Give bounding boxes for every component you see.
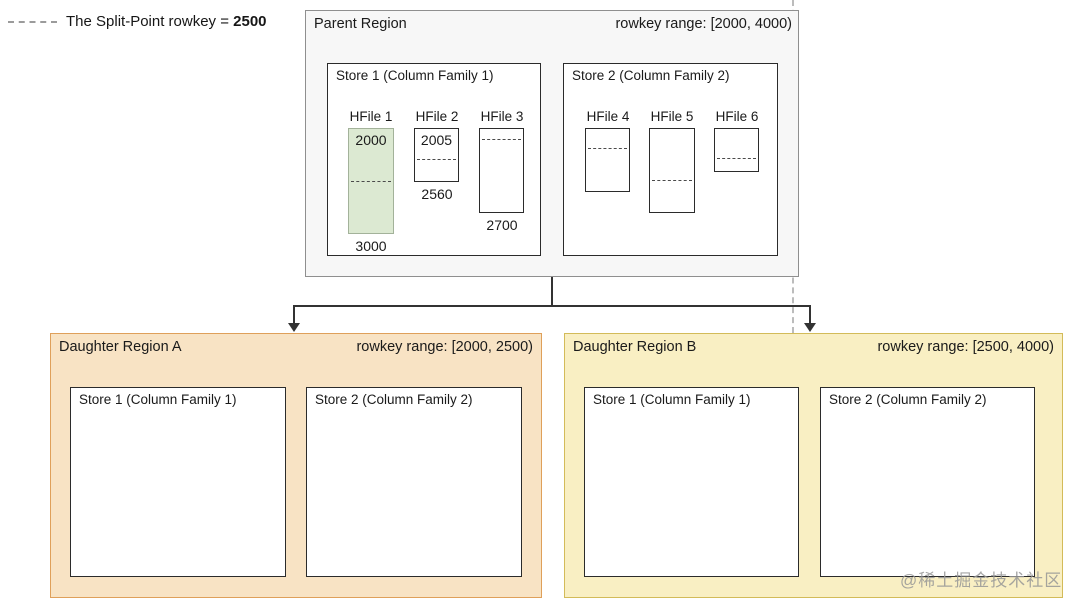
hfile-2-split-dash: [417, 159, 456, 160]
parent-region-rowkey-range: rowkey range: [2000, 4000): [615, 16, 792, 32]
hfile-1-box: 2000: [348, 128, 394, 234]
hfile-4-box: [585, 128, 630, 192]
daughter-b-store-2-label: Store 2 (Column Family 2): [829, 392, 987, 407]
legend-value: 2500: [233, 13, 267, 30]
hfile-2-start-key: 2005: [420, 132, 453, 148]
daughter-a-store-1: Store 1 (Column Family 1): [70, 387, 286, 577]
legend-text: The Split-Point rowkey =: [66, 13, 234, 30]
hfile-1-split-dash: [351, 181, 391, 182]
daughter-region-b-rowkey-range: rowkey range: [2500, 4000): [877, 339, 1054, 355]
hfile-3-label: HFile 3: [480, 109, 524, 124]
daughter-b-store-1-label: Store 1 (Column Family 1): [593, 392, 751, 407]
arrow-down-right-icon: [804, 323, 816, 332]
hfile-3-split-dash: [482, 139, 521, 140]
parent-region: Parent Region rowkey range: [2000, 4000)…: [305, 10, 799, 277]
daughter-region-b: Daughter Region B rowkey range: [2500, 4…: [564, 333, 1063, 598]
hfile-4-split-dash: [588, 148, 627, 149]
parent-region-title: Parent Region: [314, 16, 407, 32]
watermark: @稀土掘金技术社区: [900, 571, 1063, 590]
hfile-3-box: [479, 128, 524, 213]
hfile-2-box: 2005: [414, 128, 459, 182]
connector-stem: [551, 277, 553, 306]
arrow-down-left-icon: [288, 323, 300, 332]
split-point-dash-icon: [8, 21, 57, 23]
daughter-b-store-1: Store 1 (Column Family 1): [584, 387, 799, 577]
parent-store-2-label: Store 2 (Column Family 2): [572, 68, 730, 83]
hfile-4-label: HFile 4: [586, 109, 630, 124]
split-point-legend: The Split-Point rowkey = 2500: [66, 13, 267, 30]
hfile-5-split-dash: [652, 180, 692, 181]
connector-crossbar: [294, 305, 811, 307]
parent-store-1-label: Store 1 (Column Family 1): [336, 68, 494, 83]
hfile-6-split-dash: [717, 158, 756, 159]
hfile-6-box: [714, 128, 759, 172]
connector-left-drop: [293, 305, 295, 324]
parent-store-2: Store 2 (Column Family 2) HFile 4 HFile …: [563, 63, 778, 256]
daughter-a-store-2: Store 2 (Column Family 2): [306, 387, 522, 577]
hfile-5-box: [649, 128, 695, 213]
hfile-2-label: HFile 2: [415, 109, 459, 124]
hfile-5-label: HFile 5: [650, 109, 694, 124]
hfile-2-end-key: 2560: [421, 186, 453, 202]
daughter-a-store-2-label: Store 2 (Column Family 2): [315, 392, 473, 407]
hfile-6-label: HFile 6: [715, 109, 759, 124]
daughter-region-a-rowkey-range: rowkey range: [2000, 2500): [356, 339, 533, 355]
daughter-region-a: Daughter Region A rowkey range: [2000, 2…: [50, 333, 542, 598]
hfile-3-end-key: 2700: [486, 217, 518, 233]
daughter-b-store-2: Store 2 (Column Family 2): [820, 387, 1035, 577]
hfile-1-label: HFile 1: [349, 109, 393, 124]
hfile-1-start-key: 2000: [355, 132, 387, 148]
connector-right-drop: [809, 305, 811, 324]
parent-store-1: Store 1 (Column Family 1) HFile 1 2000 3…: [327, 63, 541, 256]
daughter-a-store-1-label: Store 1 (Column Family 1): [79, 392, 237, 407]
hfile-1-end-key: 3000: [355, 238, 387, 254]
daughter-region-b-title: Daughter Region B: [573, 339, 697, 355]
daughter-region-a-title: Daughter Region A: [59, 339, 182, 355]
